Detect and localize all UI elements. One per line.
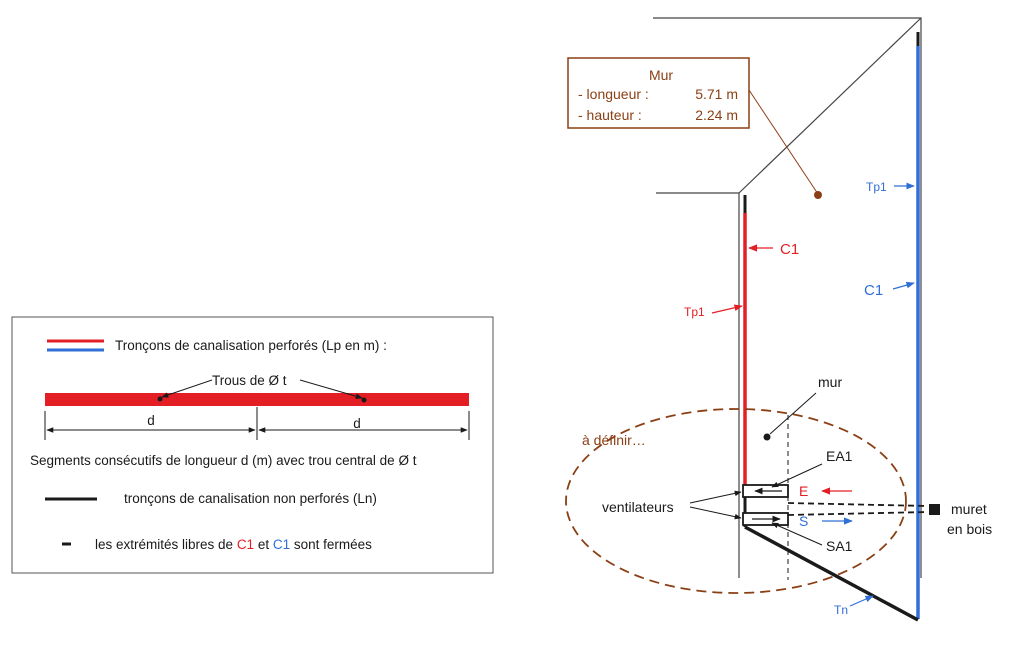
legend-panel: Tronçons de canalisation perforés (Lp en… [11, 316, 494, 574]
legend-segments-text: Segments consécutifs de longueur d (m) a… [30, 453, 417, 468]
legend-perforated-text: Tronçons de canalisation perforés (Lp en… [115, 338, 387, 353]
label-c1-blue: C1 [864, 282, 883, 299]
label-muret-line2: en bois [947, 521, 992, 537]
label-tp1-red: Tp1 [684, 305, 705, 319]
label-tp1-blue: Tp1 [866, 180, 887, 194]
label-ea1: EA1 [826, 448, 853, 464]
hole-dot-left [157, 396, 163, 402]
wall-height-value: 2.24 m [695, 107, 738, 123]
duct-dashed-lower [787, 511, 929, 516]
label-muret-line1: muret [951, 501, 987, 517]
label-s: S [799, 513, 808, 529]
label-ventilateurs: ventilateurs [602, 499, 674, 515]
wall-length-label: - longueur : [578, 86, 649, 102]
red-pipe-c1: C1 Tp1 [684, 195, 799, 486]
label-a-definir: à définir… [582, 432, 646, 448]
label-tn: Tn [834, 603, 848, 617]
fan-sa1 [742, 512, 789, 526]
d-label-right: d [353, 416, 361, 431]
hole-arrow-right [299, 379, 363, 399]
wooden-wall-block [929, 504, 940, 515]
duct-dashed-upper [787, 502, 929, 507]
mur-pointer-dot [763, 433, 771, 441]
hole-dot-right [361, 397, 367, 403]
wall-length-value: 5.71 m [695, 86, 738, 102]
legend-ends-text: les extrémités libres de C1 et C1 sont f… [95, 537, 372, 552]
wall-outline [653, 17, 922, 578]
wall-info-box: Mur - longueur : 5.71 m - hauteur : 2.24… [567, 57, 822, 199]
label-sa1: SA1 [826, 538, 853, 554]
hole-arrow-left [161, 379, 213, 398]
perforated-pipe-bar [45, 393, 469, 406]
label-mur: mur [818, 374, 842, 390]
d-label-left: d [147, 413, 155, 428]
legend-non-perforated-text: tronçons de canalisation non perforés (L… [124, 491, 377, 506]
wall-height-label: - hauteur : [578, 107, 642, 123]
blue-pipe-c1: Tp1 C1 [864, 32, 920, 619]
zone-to-define-ellipse [565, 408, 907, 594]
fan-ea1 [742, 484, 789, 498]
label-c1-red: C1 [780, 241, 799, 258]
wall-title: Mur [649, 67, 673, 83]
wall-pointer-dot [814, 191, 822, 199]
legend-holes-label: Trous de Ø t [212, 373, 287, 388]
label-e: E [799, 483, 808, 499]
